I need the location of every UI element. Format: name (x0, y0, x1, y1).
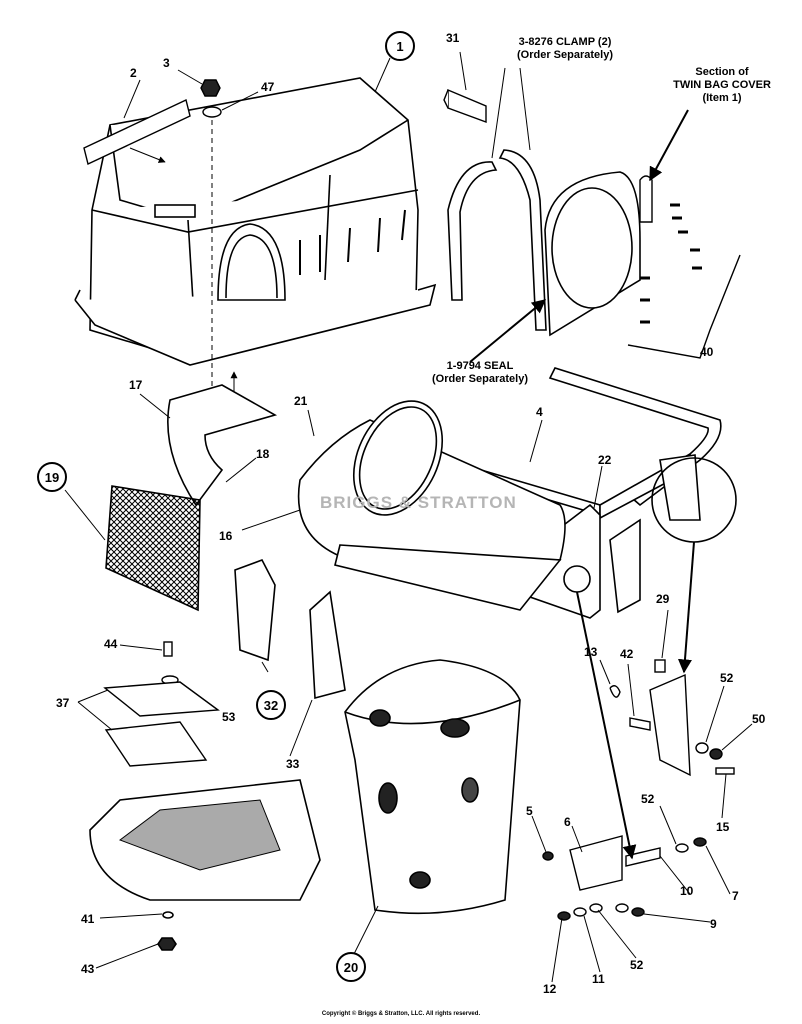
twin-bag-cover (74, 77, 437, 366)
seal-note-line1: 1-9794 SEAL (446, 360, 514, 372)
callout-43: 43 (81, 962, 95, 976)
nut-and-washer (200, 79, 222, 410)
deck-tray (89, 779, 321, 951)
clamp-note-line2: (Order Separately) (517, 49, 613, 61)
callout-20: 20 (336, 952, 366, 982)
grass-bag (344, 659, 521, 915)
callout-5: 5 (526, 804, 533, 818)
callout-18: 18 (256, 447, 270, 461)
chute-tube (297, 400, 566, 611)
watermark: BRIGGS & STRATTON (320, 493, 517, 512)
callout-52-middle: 52 (641, 792, 655, 806)
callout-2: 2 (130, 66, 137, 80)
callout-17: 17 (129, 378, 143, 392)
callout-1: 1 (385, 31, 415, 61)
callout-10: 10 (680, 884, 694, 898)
callout-52-lower: 52 (630, 958, 644, 972)
callout-41: 41 (81, 912, 95, 926)
callout-44: 44 (104, 637, 118, 651)
callout-4: 4 (536, 405, 543, 419)
section-note-line3: (Item 1) (702, 92, 742, 104)
callout-31: 31 (446, 31, 460, 45)
small-brackets (234, 559, 346, 700)
callout-15: 15 (716, 820, 730, 834)
clamp-note-line1: 3-8276 CLAMP (2) (518, 36, 612, 48)
callout-21: 21 (294, 394, 308, 408)
callout-53: 53 (222, 710, 236, 724)
leader-lines (64, 51, 753, 983)
callout-47: 47 (261, 80, 275, 94)
callout-50: 50 (752, 712, 766, 726)
callout-7: 7 (732, 889, 739, 903)
callout-22: 22 (598, 453, 612, 467)
callout-33: 33 (286, 757, 300, 771)
clamp-note: 3-8276 CLAMP (2) (Order Separately) (500, 36, 630, 62)
callout-9: 9 (710, 917, 717, 931)
clamp-bracket (443, 88, 487, 124)
callout-11: 11 (592, 972, 605, 986)
screen (105, 485, 201, 612)
clamp-strips (447, 149, 547, 331)
section-note-line1: Section of (695, 66, 749, 78)
callout-52-upper: 52 (720, 671, 734, 685)
callout-6: 6 (564, 815, 571, 829)
callout-29: 29 (656, 592, 670, 606)
hinge-assembly (542, 659, 735, 921)
deflector (167, 371, 278, 507)
seal-note-line2: (Order Separately) (432, 373, 528, 385)
cover-section-screws (627, 175, 741, 359)
section-note: Section of TWIN BAG COVER (Item 1) (662, 66, 782, 105)
copyright-notice: Copyright © Briggs & Stratton, LLC. All … (321, 1011, 481, 1017)
fasteners-and-plates (103, 641, 220, 767)
seal-note: 1-9794 SEAL (Order Separately) (420, 360, 540, 386)
callout-37: 37 (56, 696, 70, 710)
callout-12: 12 (543, 982, 557, 996)
callout-40: 40 (700, 345, 714, 359)
callout-19: 19 (37, 462, 67, 492)
callout-13: 13 (584, 645, 598, 659)
seal-plate (544, 171, 641, 337)
callout-3: 3 (163, 56, 170, 70)
detail-callouts (469, 67, 737, 860)
callout-16: 16 (219, 529, 233, 543)
callout-32: 32 (256, 690, 286, 720)
callout-42: 42 (620, 647, 634, 661)
decal (83, 99, 191, 165)
section-note-line2: TWIN BAG COVER (673, 79, 771, 91)
